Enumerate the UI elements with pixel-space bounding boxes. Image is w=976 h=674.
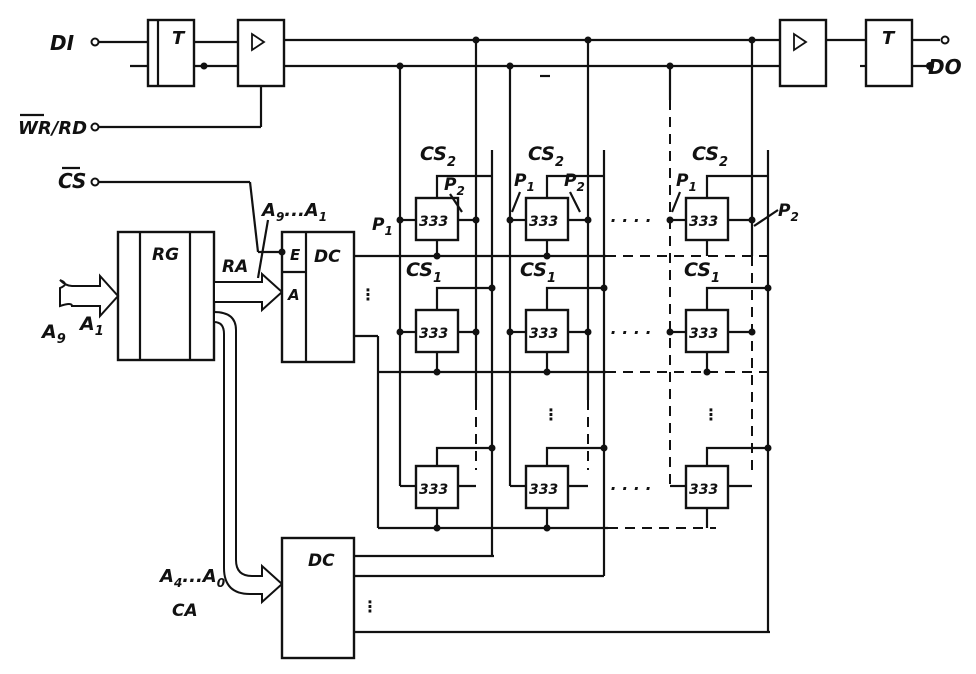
chip-row-cs1: 333 333 333 bbox=[414, 308, 730, 354]
p2-label: P2 bbox=[564, 171, 585, 194]
a1-label: A1 bbox=[78, 313, 104, 339]
output-trigger-block bbox=[864, 18, 914, 88]
column-ellipsis: · · · · bbox=[610, 323, 651, 342]
memory-chip bbox=[524, 308, 570, 354]
row-ellipsis: ⋮ bbox=[543, 405, 559, 424]
address-register-block bbox=[116, 230, 216, 362]
column-ellipsis: · · · · bbox=[610, 211, 651, 230]
column-decoder-label: DC bbox=[308, 551, 335, 571]
p1-label: P1 bbox=[372, 215, 393, 238]
p2-label: P2 bbox=[444, 175, 465, 198]
cs-terminal bbox=[90, 177, 100, 187]
chip-label: 333 bbox=[419, 214, 448, 230]
register-label: RG bbox=[152, 245, 179, 265]
a9-label: A9 bbox=[40, 321, 66, 347]
column-ellipsis: · · · · bbox=[610, 479, 651, 498]
output-trigger-label: T bbox=[882, 28, 896, 49]
junction-dots bbox=[278, 36, 772, 532]
column-decoder-dots: ⋮ bbox=[362, 597, 378, 616]
buffer-triangle-icon bbox=[251, 32, 266, 52]
column-decoder-block bbox=[280, 536, 356, 660]
chip-label: 333 bbox=[529, 482, 558, 498]
di-terminal bbox=[90, 37, 100, 47]
di-label: DI bbox=[50, 31, 75, 55]
do-terminal bbox=[940, 35, 950, 45]
a4-a0-label: A4...A0 bbox=[158, 566, 225, 590]
row-decoder-e-label: E bbox=[290, 246, 301, 264]
ca-label: CA bbox=[172, 601, 198, 621]
address-input-arrow-icon bbox=[59, 273, 120, 319]
chip-label: 333 bbox=[529, 326, 558, 342]
chip-label: 333 bbox=[689, 214, 718, 230]
output-buffer-block bbox=[778, 18, 828, 88]
p2-label: P2 bbox=[778, 201, 799, 224]
row-decoder-label: DC bbox=[314, 247, 341, 267]
cs1-label: CS1 bbox=[684, 259, 720, 286]
buffer-triangle-icon bbox=[793, 32, 808, 52]
cs2-label: CS2 bbox=[692, 143, 728, 170]
cs1-label: CS1 bbox=[520, 259, 556, 286]
a9-a1-decoder-label: A9...A1 bbox=[260, 200, 327, 224]
input-trigger-block bbox=[146, 18, 196, 88]
ra-label: RA bbox=[222, 257, 248, 277]
chip-label: 333 bbox=[689, 326, 718, 342]
p1-label: P1 bbox=[514, 171, 535, 194]
ca-bus-arrow-icon bbox=[213, 310, 284, 605]
row-decoder-a-label: A bbox=[287, 286, 300, 304]
wr-rd-terminal bbox=[90, 122, 100, 132]
chip-label: 333 bbox=[529, 214, 558, 230]
row-decoder-block bbox=[280, 230, 356, 364]
input-trigger-label: T bbox=[172, 28, 186, 49]
ra-bus-arrow-icon bbox=[213, 271, 284, 313]
chip-label: 333 bbox=[689, 482, 718, 498]
p1-label: P1 bbox=[676, 171, 697, 194]
cs2-label: CS2 bbox=[420, 143, 456, 170]
chip-label: 333 bbox=[419, 326, 448, 342]
cs2-label: CS2 bbox=[528, 143, 564, 170]
row-decoder-dots: ⋮ bbox=[360, 285, 376, 304]
input-buffer-block bbox=[236, 18, 286, 88]
row-ellipsis: ⋮ bbox=[703, 405, 719, 424]
cs-label: CS bbox=[58, 169, 86, 193]
do-label: DO bbox=[928, 55, 962, 79]
chip-label: 333 bbox=[419, 482, 448, 498]
wr-rd-label: WR/RD bbox=[18, 118, 87, 139]
cs1-label: CS1 bbox=[406, 259, 442, 286]
